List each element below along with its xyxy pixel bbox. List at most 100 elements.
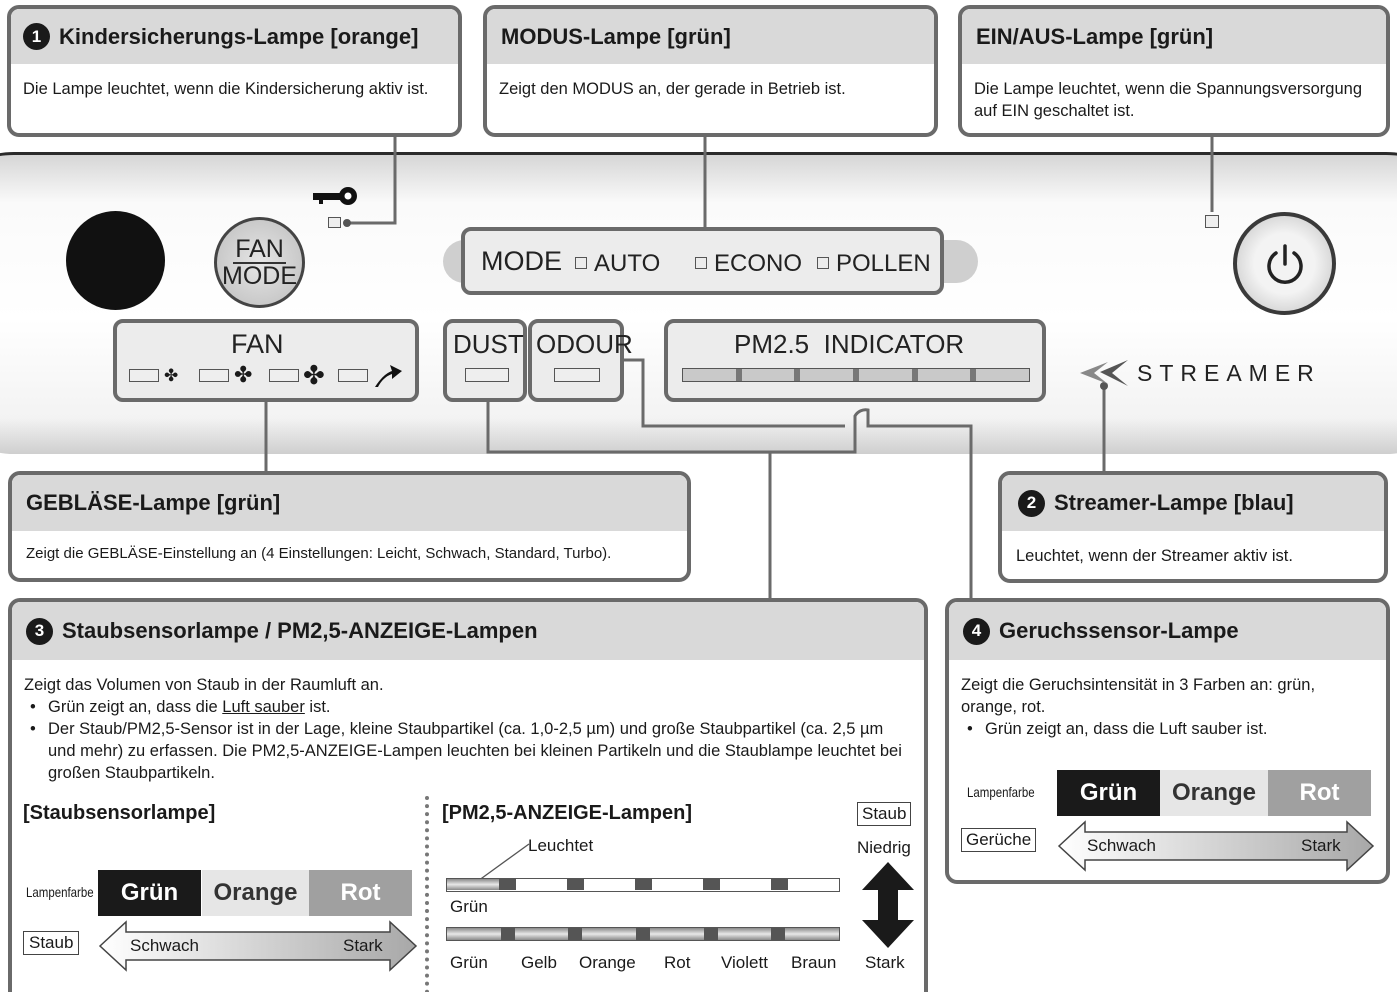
fan-callout: GEBLÄSE-Lampe [grün] Zeigt die GEBLÄSE-E…: [8, 471, 691, 582]
streamer-callout-header: 2 Streamer-Lampe [blau]: [1002, 475, 1384, 531]
odour-callout: 4 Geruchssensor-Lampe Zeigt die Geruchsi…: [945, 598, 1390, 884]
lit-label: Leuchtet: [528, 836, 594, 855]
callout-number: 4: [963, 617, 990, 645]
fan-turbo-icon: [375, 365, 402, 387]
callout-title: GEBLÄSE-Lampe [grün]: [26, 490, 281, 515]
mode-option-pollen: POLLEN: [817, 250, 931, 278]
pm25-color-yellow: Gelb: [521, 953, 557, 972]
pm25-color-brown: Braun: [791, 953, 837, 972]
low-label: Niedrig: [857, 838, 911, 857]
power-callout: EIN/AUS-Lampe [grün] Die Lampe leuchtet,…: [958, 5, 1390, 137]
dust-strong-label: Stark: [343, 936, 383, 955]
fan-low-icon: ✤: [234, 362, 253, 387]
dust-callout: 3 Staubsensorlampe / PM2,5-ANZEIGE-Lampe…: [8, 598, 928, 992]
power-lamp: [1205, 215, 1219, 228]
pm25-lamp-strip: [682, 368, 1030, 382]
power-callout-header: EIN/AUS-Lampe [grün]: [962, 9, 1386, 64]
pm25-first-label: Grün: [450, 897, 488, 916]
odour-lamp: [554, 368, 600, 382]
fan-lamp-1: [129, 369, 159, 382]
odour-intensity-arrow: [1057, 820, 1375, 872]
callout-title: MODUS-Lampe [grün]: [501, 23, 731, 49]
dust-intro: Zeigt das Volumen von Staub in der Rauml…: [24, 676, 384, 694]
mode-callout: MODUS-Lampe [grün] Zeigt den MODUS an, d…: [483, 5, 938, 137]
dust-lamp: [465, 368, 509, 382]
dust-description: Zeigt das Volumen von Staub in der Rauml…: [12, 660, 924, 784]
color-orange: Orange: [202, 870, 309, 916]
color-red: Rot: [1268, 770, 1371, 816]
callout-title: Streamer-Lampe [blau]: [1054, 490, 1294, 515]
callout-text: Zeigt die GEBLÄSE-Einstellung an (4 Eins…: [26, 545, 612, 562]
dust-bullet-1: Grün zeigt an, dass die Luft sauber ist.: [24, 696, 912, 718]
callout-text: Zeigt den MODUS an, der gerade in Betrie…: [499, 80, 846, 98]
odour-label: ODOUR: [536, 329, 633, 359]
callout-number: 2: [1018, 489, 1045, 517]
fan-lamp-3: [269, 369, 299, 382]
odour-tag: Gerüche: [961, 828, 1037, 852]
pm25-color-violet: Violett: [721, 953, 768, 972]
pm25-indicator: PM2.5 INDICATOR: [664, 319, 1046, 402]
dust-scale-tag: Staub: [857, 802, 912, 826]
section-divider: [425, 796, 429, 992]
odour-weak-label: Schwach: [1087, 836, 1156, 855]
color-red: Rot: [309, 870, 412, 916]
odour-strong-label: Stark: [1301, 836, 1341, 855]
callout-title: Kindersicherungs-Lampe [orange]: [59, 23, 419, 49]
lamp-color-label: Lampenfarbe: [26, 884, 94, 900]
key-icon: [313, 187, 357, 205]
dust-label: DUST: [453, 329, 524, 359]
streamer-callout: 2 Streamer-Lampe [blau] Leuchtet, wenn d…: [998, 471, 1388, 583]
callout-text: Die Lampe leuchtet, wenn die Spannungsve…: [974, 80, 1363, 120]
dust-intensity-arrow: [98, 920, 418, 972]
callout-text: Die Lampe leuchtet, wenn die Kindersiche…: [23, 80, 429, 98]
child-lock-lamp: [328, 217, 341, 228]
callout-title: Geruchssensor-Lampe: [999, 618, 1239, 643]
fan-lamp-2: [199, 369, 229, 382]
odour-callout-header: 4 Geruchssensor-Lampe: [949, 602, 1386, 660]
dust-bullet-2: Der Staub/PM2,5-Sensor ist in der Lage, …: [24, 718, 912, 784]
double-arrow-icon: [862, 862, 914, 948]
fan-lamp-4: [338, 369, 368, 382]
pm25-heading: [PM2,5-ANZEIGE-Lampen]: [442, 802, 693, 824]
pm25-bar-lit: [446, 878, 840, 892]
odour-indicator: ODOUR: [528, 319, 633, 402]
dust-callout-header: 3 Staubsensorlampe / PM2,5-ANZEIGE-Lampe…: [12, 602, 924, 660]
fan-mode-top-label: FAN: [233, 234, 286, 264]
mode-option-econo: ECONO: [695, 250, 802, 278]
odour-description: Zeigt die Geruchsintensität in 3 Farben …: [949, 660, 1386, 740]
dust-tag: Staub: [23, 931, 80, 955]
fan-callout-header: GEBLÄSE-Lampe [grün]: [12, 475, 687, 531]
callout-title: Staubsensorlampe / PM2,5-ANZEIGE-Lampen: [62, 618, 538, 643]
mode-callout-header: MODUS-Lampe [grün]: [487, 9, 934, 64]
callout-title: EIN/AUS-Lampe [grün]: [976, 23, 1214, 49]
color-orange: Orange: [1160, 770, 1268, 816]
child-lock-callout: 1 Kindersicherungs-Lampe [orange] Die La…: [7, 5, 462, 137]
streamer-icon: [1080, 360, 1128, 386]
power-button[interactable]: [1233, 212, 1336, 315]
mode-label: MODE: [481, 246, 562, 276]
odour-intro: Zeigt die Geruchsintensität in 3 Farben …: [961, 676, 1316, 716]
callout-number: 1: [23, 23, 50, 50]
pm25-color-red: Rot: [664, 953, 691, 972]
dust-indicator: DUST: [443, 319, 527, 402]
pm25-label: PM2.5 INDICATOR: [734, 329, 965, 359]
control-knob[interactable]: [66, 211, 165, 310]
odour-bullet: Grün zeigt an, dass die Luft sauber ist.: [961, 718, 1374, 740]
lamp-color-label: Lampenfarbe: [967, 784, 1035, 800]
mode-option-auto: AUTO: [575, 250, 660, 278]
dust-sensor-heading: [Staubsensorlampe]: [23, 802, 216, 824]
color-green: Grün: [98, 870, 201, 916]
child-lock-callout-header: 1 Kindersicherungs-Lampe [orange]: [11, 9, 458, 64]
fan-label: FAN: [231, 329, 284, 359]
streamer-label: STREAMER: [1137, 360, 1321, 386]
pm25-color-orange: Orange: [579, 953, 636, 972]
callout-text: Leuchtet, wenn der Streamer aktiv ist.: [1016, 547, 1293, 565]
fan-light-icon: ✤: [164, 366, 179, 385]
fan-mode-button[interactable]: FAN MODE: [214, 217, 305, 308]
fan-mode-bottom-label: MODE: [222, 261, 297, 290]
fan-indicator: FAN ✤ ✤ ✤: [113, 319, 419, 402]
color-green: Grün: [1057, 770, 1160, 816]
control-panel: [0, 152, 1397, 454]
mode-indicator: MODE AUTO ECONO POLLEN: [461, 227, 944, 295]
fan-standard-icon: ✤: [303, 360, 325, 390]
